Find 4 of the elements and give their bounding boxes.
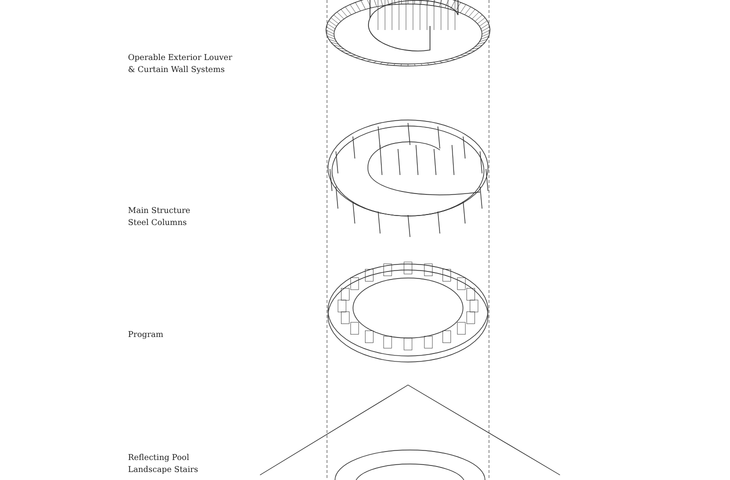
layer-label: Main Structure Steel Columns — [128, 205, 192, 229]
layer-label: Reflecting Pool Landscape Stairs — [128, 452, 200, 476]
layer-label: Program — [128, 329, 164, 341]
layer-label: Operable Exterior Louver & Curtain Wall Systems — [128, 52, 234, 76]
